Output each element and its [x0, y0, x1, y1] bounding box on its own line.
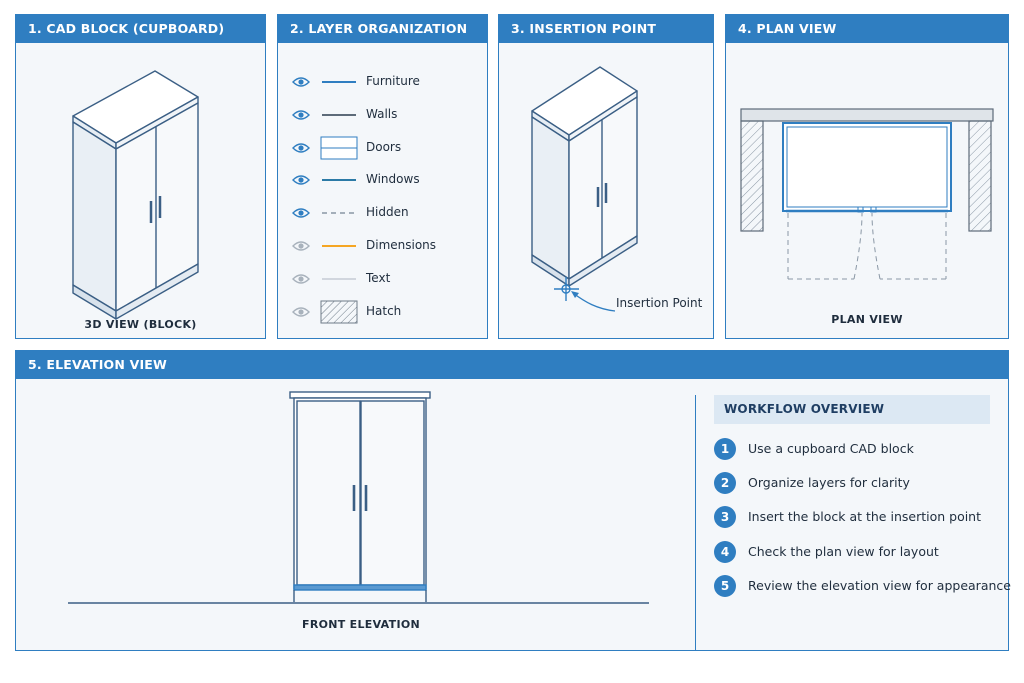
door-left [296, 400, 361, 586]
cupboard-3d-drawing [72, 70, 199, 320]
panel-body: 3D VIEW (BLOCK) [16, 43, 265, 338]
panel-title: 4. PLAN VIEW [726, 15, 1008, 43]
layer-row-text[interactable]: Text [278, 268, 487, 290]
workflow-step: 3 Insert the block at the insertion point [714, 506, 1004, 530]
wall-top [740, 108, 994, 122]
panel-title: 3. INSERTION POINT [499, 15, 713, 43]
layer-row-hidden[interactable]: Hidden [278, 202, 487, 224]
layer-sample [320, 169, 358, 195]
step-text: Organize layers for clarity [748, 475, 910, 491]
layer-row-furniture[interactable]: Furniture [278, 71, 487, 93]
front-elevation-drawing [68, 391, 649, 604]
panel-title: 5. ELEVATION VIEW [16, 351, 1008, 379]
step-text: Insert the block at the insertion point [748, 509, 982, 525]
step-text: Use a cupboard CAD block [748, 441, 914, 456]
caption-plan-view: PLAN VIEW [831, 313, 903, 326]
caption-3d-view: 3D VIEW (BLOCK) [84, 318, 197, 331]
workflow-title: WORKFLOW OVERVIEW [714, 395, 990, 424]
layer-sample [320, 71, 358, 97]
eye-icon[interactable] [292, 172, 310, 191]
panel-cad-block: 1. CAD BLOCK (CUPBOARD) 3 [15, 14, 266, 339]
panel-plan-view: 4. PLAN VIEW [725, 14, 1009, 339]
panel-title: 1. CAD BLOCK (CUPBOARD) [16, 15, 265, 43]
eye-icon[interactable] [292, 74, 310, 93]
eye-icon[interactable] [292, 205, 310, 224]
panel-insertion-point: 3. INSERTION POINT [498, 14, 714, 339]
callout-leader [572, 292, 616, 312]
cupboard-cornice [289, 391, 431, 399]
panel-body: PLAN VIEW [726, 43, 1008, 338]
insertion-point-label: Insertion Point [616, 296, 703, 310]
layer-name: Hatch [366, 303, 402, 318]
wall-right [968, 120, 992, 232]
step-number-badge: 3 [714, 506, 736, 529]
step-number-badge: 1 [714, 438, 736, 460]
layer-row-dimensions[interactable]: Dimensions [278, 235, 487, 257]
panel-title: 2. LAYER ORGANIZATION [278, 15, 487, 43]
cupboard-plan [782, 122, 952, 212]
step-text: Review the elevation view for appearance [748, 577, 1011, 593]
caption-front-elevation: FRONT ELEVATION [302, 618, 420, 631]
layer-sample [320, 104, 358, 130]
step-number-badge: 2 [714, 472, 736, 495]
panel-elevation-view: 5. ELEVATION VIEW FR [15, 350, 1009, 651]
door-swing [787, 212, 947, 280]
workflow-step: 1 Use a cupboard CAD block [714, 438, 1004, 462]
cupboard-side [72, 121, 117, 312]
layer-row-windows[interactable]: Windows [278, 169, 487, 191]
eye-icon[interactable] [292, 304, 310, 323]
layer-sample [320, 300, 358, 327]
eye-icon[interactable] [292, 238, 310, 257]
door-right [360, 400, 425, 586]
layer-sample [320, 268, 358, 294]
layer-sample [320, 136, 358, 163]
workflow-step: 4 Check the plan view for layout [714, 540, 1004, 565]
insertion-point-marker [554, 277, 579, 301]
layer-name: Hidden [366, 205, 409, 220]
layer-name: Windows [366, 172, 420, 187]
panel-body: FRONT ELEVATION [16, 379, 1008, 650]
wall-left [740, 120, 764, 232]
eye-icon[interactable] [292, 271, 310, 290]
step-number-badge: 5 [714, 574, 736, 597]
eye-icon[interactable] [292, 140, 310, 159]
layer-sample [320, 202, 358, 228]
layer-row-doors[interactable]: Doors [278, 136, 487, 160]
layer-name: Doors [366, 139, 402, 154]
panel-body: Insertion Point [499, 43, 713, 338]
layer-sample [320, 235, 358, 261]
workflow-step: 5 Review the elevation view for appearanc… [714, 574, 1011, 599]
plan-view-drawing [740, 108, 994, 280]
cupboard-plinth [293, 584, 427, 591]
insertion-point-drawing [531, 66, 638, 312]
workflow-step: 2 Organize layers for clarity [714, 472, 1004, 496]
layer-row-hatch[interactable]: Hatch [278, 300, 487, 324]
layer-name: Walls [366, 106, 398, 121]
eye-icon[interactable] [292, 107, 310, 126]
layer-name: Furniture [366, 74, 420, 88]
layer-name: Dimensions [366, 238, 437, 252]
layer-row-walls[interactable]: Walls [278, 104, 487, 126]
workflow-divider [695, 395, 696, 650]
step-number-badge: 4 [714, 540, 736, 563]
step-text: Check the plan view for layout [748, 543, 939, 559]
layer-name: Text [366, 270, 391, 285]
